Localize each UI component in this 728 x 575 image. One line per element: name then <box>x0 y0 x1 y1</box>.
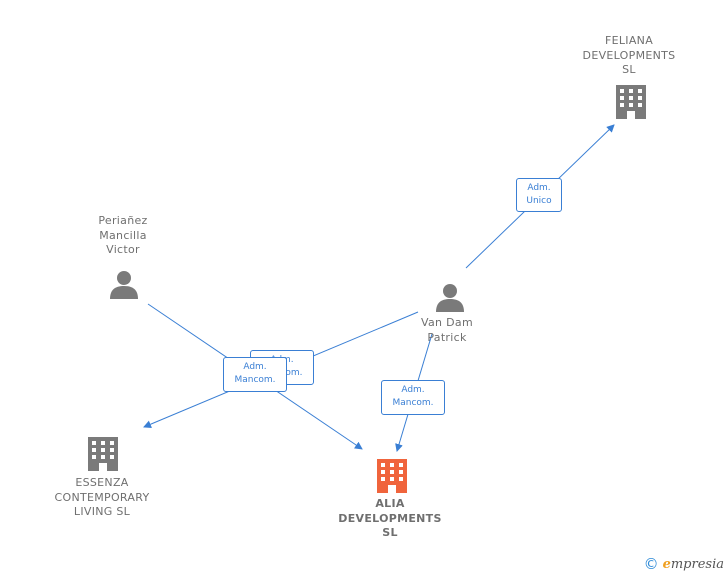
edge-label-perianez-alia[interactable]: Adm. Mancom. <box>223 357 287 392</box>
building-icon[interactable] <box>616 85 646 119</box>
brand-initial: e <box>662 556 671 572</box>
brand-logo[interactable]: empresia <box>663 557 724 572</box>
brand-name: mpresia <box>670 556 724 572</box>
node-label-alia[interactable]: ALIA DEVELOPMENTS SL <box>338 497 442 539</box>
brand-footer: © empresia <box>644 555 724 573</box>
node-label-perianez[interactable]: Periañez Mancilla Victor <box>98 214 148 256</box>
building-icon[interactable] <box>377 459 407 493</box>
edge-label-vandam-feliana[interactable]: Adm. Unico <box>516 178 562 212</box>
edge-label-vandam-alia[interactable]: Adm. Mancom. <box>381 380 445 415</box>
node-label-vandam[interactable]: Van Dam Patrick <box>421 316 473 344</box>
copyright-icon: © <box>643 555 659 573</box>
node-label-feliana[interactable]: FELIANA DEVELOPMENTS SL <box>582 34 676 76</box>
building-icon[interactable] <box>88 437 118 471</box>
person-icon[interactable] <box>436 284 464 312</box>
node-label-essenza[interactable]: ESSENZA CONTEMPORARY LIVING SL <box>54 476 150 518</box>
person-icon[interactable] <box>110 271 138 299</box>
